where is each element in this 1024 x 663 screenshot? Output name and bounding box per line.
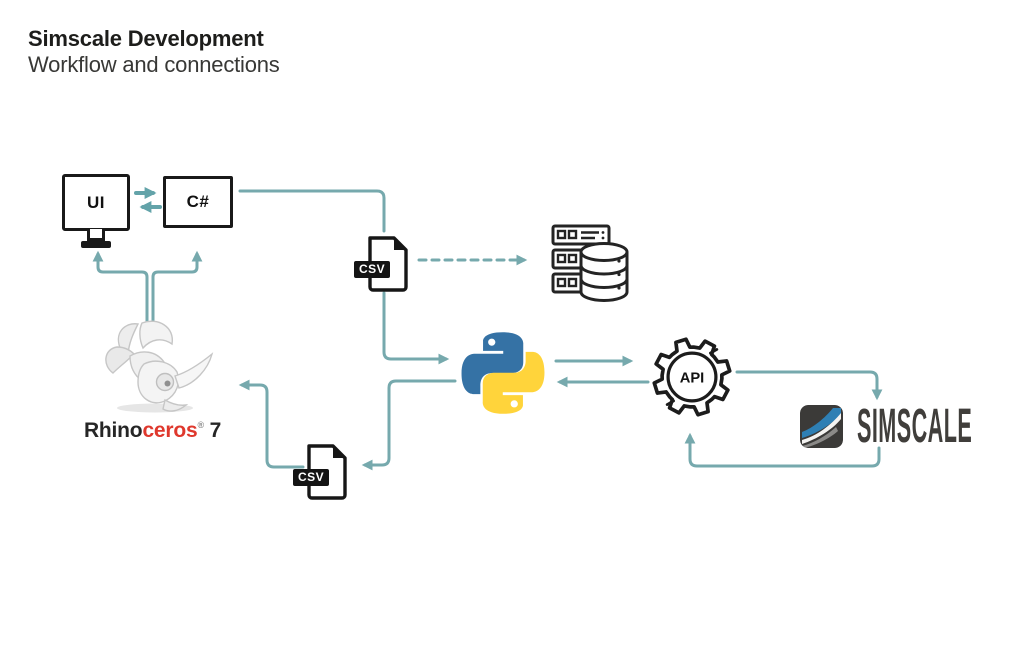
header: Simscale Development Workflow and connec… xyxy=(28,26,280,77)
simscale-logo-icon xyxy=(800,405,843,448)
monitor-stand-icon xyxy=(87,229,105,241)
page-title: Simscale Development xyxy=(28,26,264,51)
csharp-box: C# xyxy=(163,176,233,228)
csv-file-top: CSV xyxy=(354,236,410,292)
ui-label: UI xyxy=(87,192,105,212)
registered-mark: ® xyxy=(197,420,204,430)
database-server-node xyxy=(551,224,629,307)
edge-api-to-simscale xyxy=(735,370,883,401)
api-label: API xyxy=(680,371,705,387)
rhinoceros-node: Rhinoceros® 7 xyxy=(70,318,235,443)
simscale-node: SIMSCALE xyxy=(800,400,1024,453)
edge-csharp-to-csvtop xyxy=(238,189,386,233)
edge-simscale-to-api xyxy=(684,432,881,468)
rhinoceros-logo-icon xyxy=(104,320,213,413)
edge-python-to-csvbottom xyxy=(361,379,457,471)
api-node: API xyxy=(646,331,738,428)
csv-tag: CSV xyxy=(293,469,330,487)
rhino-text-black: Rhino xyxy=(83,419,143,442)
database-server-icon xyxy=(551,224,629,302)
edge-rhino-to-ui xyxy=(92,250,149,324)
csv-tag: CSV xyxy=(354,261,391,279)
page-subtitle: Workflow and connections xyxy=(28,52,280,78)
edge-rhino-to-csharp xyxy=(151,250,203,324)
rhino-version: 7 xyxy=(209,419,222,442)
simscale-wordmark: SIMSCALE xyxy=(857,400,973,453)
csv-file-bottom: CSV xyxy=(293,444,349,500)
ui-monitor-box: UI xyxy=(62,174,130,231)
csharp-label: C# xyxy=(186,192,210,211)
edge-csvtop-to-python xyxy=(382,291,450,365)
rhino-text-red: ceros xyxy=(142,419,198,442)
monitor-stand-base-icon xyxy=(81,241,111,248)
edge-csvbottom-to-rhino xyxy=(238,379,305,469)
api-gear-icon: API xyxy=(652,337,732,417)
python-logo-icon xyxy=(461,332,545,414)
rhinoceros-wordmark: Rhinoceros® 7 xyxy=(70,419,235,443)
python-node xyxy=(461,331,545,420)
